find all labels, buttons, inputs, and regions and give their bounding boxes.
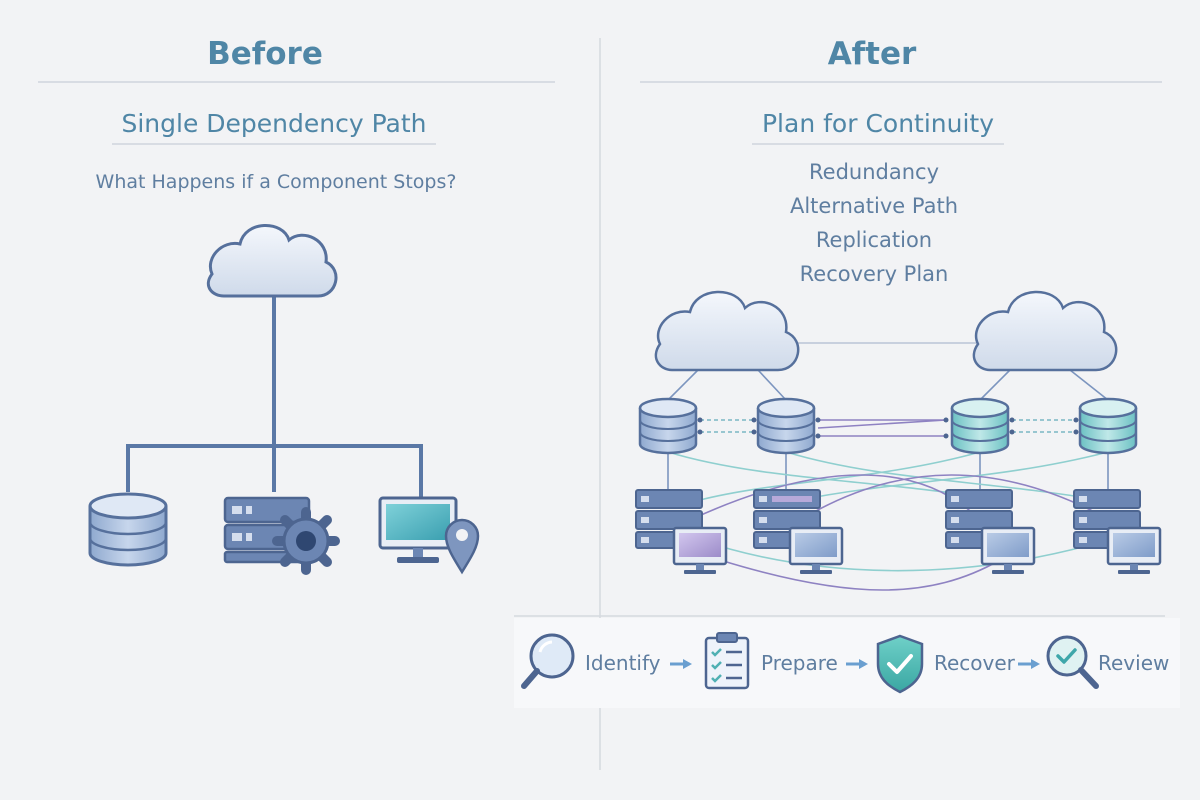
before-subtitle: Single Dependency Path bbox=[121, 109, 427, 138]
after-subtitle: Plan for Continuity bbox=[761, 109, 995, 138]
link-node-dots bbox=[697, 417, 1079, 439]
monitor-icon bbox=[1106, 526, 1162, 574]
after-list-item: Redundancy bbox=[809, 160, 939, 184]
after-network-links bbox=[667, 342, 1111, 591]
gear-icon bbox=[272, 507, 340, 575]
server-icon bbox=[635, 489, 703, 549]
after-list-item: Alternative Path bbox=[789, 194, 959, 218]
after-list-item: Replication bbox=[815, 228, 933, 252]
location-pin-icon bbox=[444, 518, 480, 575]
checklist-icon bbox=[704, 632, 750, 690]
cloud-icon bbox=[654, 290, 800, 372]
database-icon bbox=[1078, 397, 1138, 455]
after-title: After bbox=[827, 36, 917, 72]
before-connection-lines bbox=[126, 296, 423, 498]
arrow-right-icon bbox=[846, 659, 868, 669]
cloud-icon bbox=[206, 224, 338, 298]
review-magnifier-icon bbox=[1046, 635, 1099, 689]
before-question: What Happens if a Component Stops? bbox=[95, 171, 457, 193]
monitor-icon bbox=[378, 496, 458, 563]
arrow-right-icon bbox=[670, 659, 692, 669]
database-icon bbox=[950, 397, 1010, 455]
process-step-label: Recover bbox=[934, 651, 1015, 675]
cloud-icon bbox=[972, 290, 1118, 372]
process-step-label: Identify bbox=[585, 651, 661, 675]
after-list-item: Recovery Plan bbox=[799, 262, 949, 286]
database-icon bbox=[756, 397, 816, 455]
monitor-icon bbox=[788, 526, 844, 574]
magnifier-icon bbox=[521, 633, 575, 689]
arrow-right-icon bbox=[1018, 659, 1040, 669]
shield-check-icon bbox=[876, 634, 924, 694]
database-icon bbox=[638, 397, 698, 455]
before-title: Before bbox=[207, 36, 323, 72]
process-step-label: Review bbox=[1098, 651, 1170, 675]
monitor-icon bbox=[672, 526, 728, 574]
process-step-label: Prepare bbox=[761, 651, 838, 675]
monitor-icon bbox=[980, 526, 1036, 574]
database-icon bbox=[88, 492, 168, 567]
